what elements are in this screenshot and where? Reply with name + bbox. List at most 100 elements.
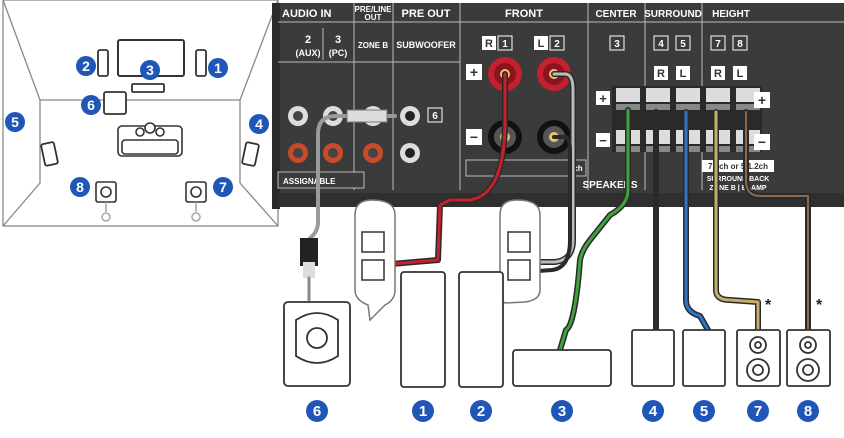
front-left-speaker-icon xyxy=(97,49,109,77)
front-plus-sign: + xyxy=(470,64,478,80)
room-badge-8: 8 xyxy=(70,177,90,197)
surround-right-speaker-unit xyxy=(631,329,675,387)
room-badge-4: 4 xyxy=(249,114,269,134)
bottom-badge-5: 5 xyxy=(693,400,715,422)
cables xyxy=(300,71,811,353)
bottom-badge-4: 4 xyxy=(642,400,664,422)
terminal-plus-right: + xyxy=(758,92,766,108)
front-l-label: L xyxy=(538,38,545,50)
header-height: HEIGHT xyxy=(712,9,750,20)
surround-number-5: 5 xyxy=(680,39,686,50)
svg-text:5: 5 xyxy=(11,114,19,130)
bottom-badge-8: 8 xyxy=(797,400,819,422)
terminal-plus-left: + xyxy=(599,91,607,106)
room-badge-2: 2 xyxy=(76,56,96,76)
bottom-badges: 6 1 2 3 4 5 7 8 xyxy=(306,400,819,422)
room-badge-7: 7 xyxy=(213,177,233,197)
front-r-number: 1 xyxy=(502,39,508,50)
svg-text:3: 3 xyxy=(146,62,154,78)
rca-jacks xyxy=(288,106,420,163)
aux-label: (AUX) xyxy=(296,48,321,58)
bottom-badge-1: 1 xyxy=(412,400,434,422)
subwoofer-unit xyxy=(283,301,351,387)
speakers-label: SPEAKERS xyxy=(582,180,637,191)
bottom-badge-7: 7 xyxy=(747,400,769,422)
svg-text:2: 2 xyxy=(82,58,90,74)
header-center: CENTER xyxy=(595,9,637,20)
front-minus-sign: − xyxy=(470,129,478,145)
front-l-number: 2 xyxy=(554,39,560,50)
surround-number-4: 4 xyxy=(658,39,664,50)
height-left-speaker-unit xyxy=(786,329,831,387)
zone-b-bi-amp-label: ZONE B | Bi-AMP xyxy=(709,185,767,192)
header-audio-in: AUDIO IN xyxy=(282,8,332,20)
front-right-speaker-unit xyxy=(400,271,446,388)
svg-text:5: 5 xyxy=(700,403,708,420)
sofa-icon xyxy=(117,122,183,157)
channel-fragment: ch xyxy=(573,164,582,173)
svg-text:4: 4 xyxy=(649,403,658,420)
bottom-badge-2: 2 xyxy=(470,400,492,422)
center-speaker-icon xyxy=(131,83,165,93)
height-r-label: R xyxy=(714,68,722,80)
height-l-label: L xyxy=(737,68,744,80)
surround-left-speaker-icon xyxy=(40,141,59,167)
room-badge-6: 6 xyxy=(81,95,101,115)
svg-text:8: 8 xyxy=(76,179,84,195)
subwoofer-cable xyxy=(308,114,397,250)
svg-text:7: 7 xyxy=(754,403,762,420)
header-pre-line-out: PRE/LINE xyxy=(355,5,393,14)
aux-number: 2 xyxy=(305,34,311,46)
room-subwoofer-icon xyxy=(103,91,127,115)
svg-text:3: 3 xyxy=(558,403,566,420)
height-right-speaker-icon xyxy=(185,181,207,222)
surround-right-speaker-icon xyxy=(241,141,260,167)
subwoofer-port-number: 6 xyxy=(432,111,438,122)
surround-left-speaker-unit xyxy=(682,329,726,387)
room-badge-5: 5 xyxy=(5,112,25,132)
asterisk-height-left: * xyxy=(816,297,823,314)
height-right-speaker-unit xyxy=(736,329,781,387)
room-badges: 1 2 3 6 5 4 8 7 xyxy=(5,56,269,197)
front-right-speaker-icon xyxy=(195,49,207,77)
bottom-speakers xyxy=(283,271,831,388)
receiver-panel: AUDIO IN PRE/LINE OUT PRE OUT FRONT CENT… xyxy=(272,3,844,209)
bottom-badge-6: 6 xyxy=(306,400,328,422)
room-layout: 1 2 3 6 5 4 8 7 xyxy=(2,0,279,227)
svg-text:4: 4 xyxy=(255,116,263,132)
svg-text:8: 8 xyxy=(804,403,812,420)
center-number: 3 xyxy=(614,39,620,50)
svg-text:6: 6 xyxy=(87,97,95,113)
height-number-8: 8 xyxy=(737,39,743,50)
svg-text:1: 1 xyxy=(419,403,427,420)
terminal-minus-right: − xyxy=(758,134,766,150)
surround-l-label: L xyxy=(680,68,687,80)
room-badge-1: 1 xyxy=(208,58,228,78)
center-speaker-unit xyxy=(512,349,612,387)
height-number-7: 7 xyxy=(715,39,721,50)
header-pre-line-out-2: OUT xyxy=(365,13,382,22)
front-r-label: R xyxy=(485,38,493,50)
zone-b-label: ZONE B xyxy=(358,41,388,50)
pc-number: 3 xyxy=(335,34,341,46)
asterisk-height-right: * xyxy=(765,297,772,314)
svg-text:6: 6 xyxy=(313,403,321,420)
front-left-speaker-unit xyxy=(458,271,504,388)
config-label: 7.1ch or 5.1.2ch xyxy=(708,162,768,171)
height-left-speaker-icon xyxy=(95,181,117,222)
terminal-minus-left: − xyxy=(599,133,607,148)
header-pre-out: PRE OUT xyxy=(402,8,451,20)
header-front: FRONT xyxy=(505,8,543,20)
surround-back-label: SURROUND BACK xyxy=(707,176,770,183)
room-badge-3: 3 xyxy=(140,60,160,80)
pc-label: (PC) xyxy=(329,48,348,58)
assignable-label: ASSIGNABLE xyxy=(283,177,336,186)
bottom-badge-3: 3 xyxy=(551,400,573,422)
svg-text:1: 1 xyxy=(214,60,222,76)
svg-text:7: 7 xyxy=(219,179,227,195)
surround-r-label: R xyxy=(657,68,665,80)
speaker-terminal-callouts xyxy=(354,199,541,322)
subwoofer-label: SUBWOOFER xyxy=(396,40,456,50)
header-surround: SURROUND xyxy=(644,9,702,20)
